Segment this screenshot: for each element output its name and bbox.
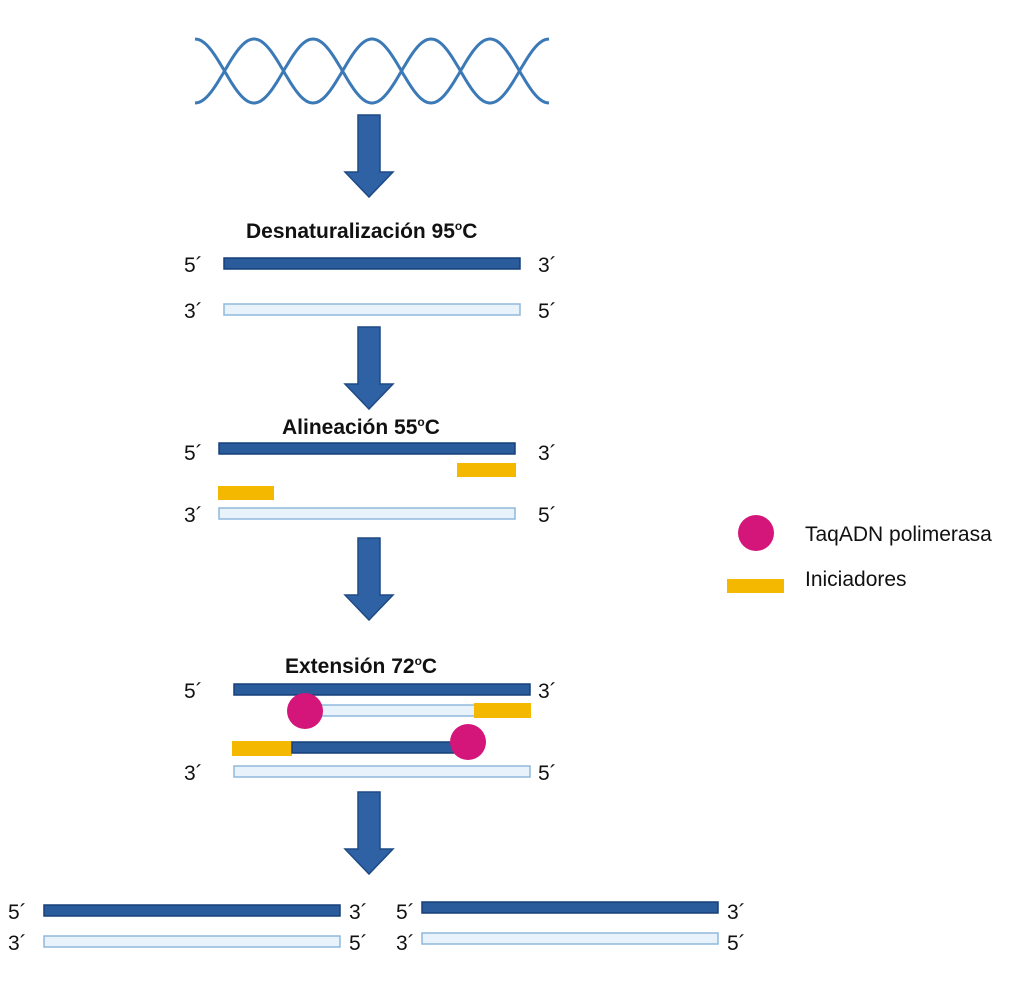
- primer-legend-icon: [727, 579, 784, 593]
- arrows: [343, 114, 395, 876]
- template-strand-dark: [223, 257, 521, 270]
- primer-bar: [474, 703, 531, 718]
- end-label-3prime: 3´: [184, 762, 203, 785]
- new-strand-dark: [291, 741, 463, 754]
- unit-text: C: [422, 655, 437, 678]
- end-label-5prime: 5´: [184, 254, 203, 277]
- template-strand-light: [233, 765, 531, 778]
- end-label-5prime: 5´: [727, 932, 746, 955]
- end-label-3prime: 3´: [538, 442, 557, 465]
- end-label-5prime: 5´: [8, 901, 27, 924]
- end-label-3prime: 3´: [8, 932, 27, 955]
- end-label-5prime: 5´: [184, 442, 203, 465]
- degree-symbol: o: [455, 219, 462, 233]
- end-label-3prime: 3´: [184, 300, 203, 323]
- polymerase-circle: [450, 724, 486, 760]
- down-arrow-icon: [343, 791, 395, 876]
- step-title-annealing: Alineación 55oC: [282, 415, 440, 439]
- new-strand-light: [317, 704, 479, 717]
- product-strand-light: [43, 935, 341, 948]
- legend-label-polymerase: TaqADN polimerasa: [805, 523, 992, 546]
- step-title-text: Alineación 55: [282, 416, 418, 439]
- product-strand-dark: [421, 901, 719, 914]
- end-label-5prime: 5´: [538, 762, 557, 785]
- step-title-text: Desnaturalización 95: [246, 220, 455, 243]
- end-label-5prime: 5´: [184, 680, 203, 703]
- primer-bar: [218, 486, 274, 500]
- primer-bar: [232, 741, 292, 756]
- end-label-3prime: 3´: [727, 901, 746, 924]
- template-strand-light: [218, 507, 516, 520]
- end-label-3prime: 3´: [396, 932, 415, 955]
- template-strand-dark: [233, 683, 531, 696]
- degree-symbol: o: [415, 654, 422, 668]
- end-label-5prime: 5´: [349, 932, 368, 955]
- primer-bar: [457, 463, 516, 477]
- down-arrow-icon: [343, 537, 395, 622]
- polymerase-circle: [287, 693, 323, 729]
- end-label-5prime: 5´: [396, 901, 415, 924]
- down-arrow-icon: [343, 114, 395, 199]
- down-arrow-icon: [343, 326, 395, 411]
- template-strand-light: [223, 303, 521, 316]
- unit-text: C: [425, 416, 440, 439]
- legend-label-primers: Iniciadores: [805, 568, 907, 591]
- end-label-5prime: 5´: [538, 300, 557, 323]
- polymerase-legend-icon: [738, 515, 774, 551]
- template-strand-dark: [218, 442, 516, 455]
- step-title-extension: Extensión 72oC: [285, 654, 437, 678]
- legend: TaqADN polimerasa Iniciadores: [727, 515, 992, 593]
- end-label-3prime: 3´: [538, 680, 557, 703]
- step-title-text: Extensión 72: [285, 655, 415, 678]
- product-strand-light: [421, 932, 719, 945]
- degree-symbol: o: [417, 415, 424, 429]
- end-label-5prime: 5´: [538, 504, 557, 527]
- end-label-3prime: 3´: [349, 901, 368, 924]
- end-label-3prime: 3´: [184, 504, 203, 527]
- product-strand-dark: [43, 904, 341, 917]
- unit-text: C: [462, 220, 477, 243]
- end-label-3prime: 3´: [538, 254, 557, 277]
- step-title-denaturation: Desnaturalización 95oC: [246, 219, 477, 243]
- dna-helix-icon: [194, 37, 550, 105]
